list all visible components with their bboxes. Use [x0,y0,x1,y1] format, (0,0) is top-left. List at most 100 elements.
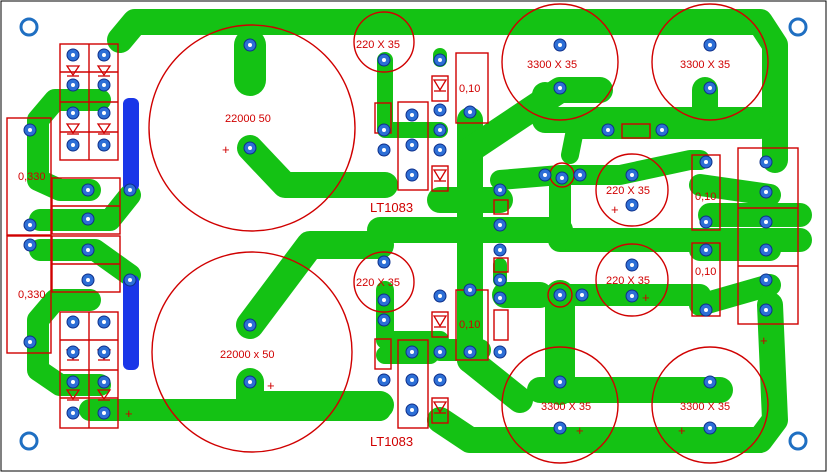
plus-cap-mid-top: + [611,202,619,217]
pad-drill-hole [438,128,442,132]
pad-drill-hole [382,378,386,382]
pad-drill-hole [71,111,75,115]
pad-drill-hole [558,86,562,90]
cap-mid-bottom-outline [595,243,669,317]
cap-small-top-label: 220 X 35 [356,39,400,51]
reg-top-label: LT1083 [370,200,413,215]
pad-drill-hole [382,128,386,132]
reg-bottom-label: LT1083 [370,434,413,449]
pad-drill-hole [128,278,132,282]
pad-drill-hole [498,350,502,354]
cap-big-tr-label: 3300 X 35 [680,59,730,71]
pad-drill-hole [410,143,414,147]
cap-big-bl-label: 3300 X 35 [541,401,591,413]
pads [23,38,773,435]
cap-main-bottom-outline [151,251,353,453]
pad-drill-hole [468,350,472,354]
pad-drill-hole [438,58,442,62]
pad-drill-hole [498,248,502,252]
pad-drill-hole [438,108,442,112]
pad-drill-hole [558,293,562,297]
pad-drill-hole [71,350,75,354]
res-bottom-label: 0,10 [459,319,480,331]
pad-drill-hole [248,43,252,47]
plus-cap-main-top: + [222,142,230,157]
reg-bottom-outline [397,339,429,429]
component-outlines [6,3,799,464]
pad-drill-hole [102,83,106,87]
cap-big-tl-label: 3300 X 35 [527,59,577,71]
bridge-bus-top [123,98,139,191]
pad-drill-hole [764,160,768,164]
pad-drill-hole [86,217,90,221]
plus-cap-big-bl: + [576,423,584,438]
pad-drill-hole [410,408,414,412]
labels: 22000 50 22000 x 50 220 X 35 220 X 35 33… [18,39,768,449]
pad-drill-hole [102,350,106,354]
pad-drill-hole [438,148,442,152]
pad-drill-hole [71,143,75,147]
pad-drill-hole [498,278,502,282]
pad-drill-hole [578,173,582,177]
pad-drill-hole [630,294,634,298]
pad-drill-hole [86,278,90,282]
cap-mid-top-outline [595,153,669,227]
cap-small-bottom-outline [353,251,415,313]
cap-mid-top-label: 220 X 35 [606,185,650,197]
pad-drill-hole [630,203,634,207]
transistor-bottom-outline [547,282,573,308]
pad-drill-hole [660,128,664,132]
pad-drill-hole [86,188,90,192]
mount-hole-tl [19,17,39,37]
plus-cap-mid-bottom: + [642,290,650,305]
pad-drill-hole [102,411,106,415]
cap-main-top-outline [148,24,356,232]
pad-drill-hole [560,176,564,180]
cap-small-bottom-label: 220 X 35 [356,277,400,289]
pad-drill-hole [606,128,610,132]
pad-drill-hole [28,243,32,247]
pad-drill-hole [102,53,106,57]
pad-drill-hole [704,308,708,312]
pad-drill-hole [71,83,75,87]
cap-big-bl-outline [501,346,619,464]
pad-drill-hole [71,380,75,384]
mount-hole-br [788,431,808,451]
pad-drill-hole [708,426,712,430]
pad-drill-hole [248,146,252,150]
pad-drill-hole [102,380,106,384]
pad-drill-hole [764,248,768,252]
pad-drill-hole [28,223,32,227]
pad-drill-hole [71,411,75,415]
pad-drill-hole [498,188,502,192]
pad-drill-hole [28,340,32,344]
pad-drill-hole [704,220,708,224]
bridge-bus [123,98,139,370]
pad-drill-hole [764,190,768,194]
pad-drill-hole [764,220,768,224]
shunt-bottom-label: 0,330 [18,289,46,301]
cap-small-top-outline [353,11,415,73]
pad-drill-hole [102,143,106,147]
pad-drill-hole [543,173,547,177]
pad-drill-hole [764,278,768,282]
pad-drill-hole [410,173,414,177]
plus-output-connector: + [760,333,768,348]
pad-drill-hole [382,260,386,264]
shunt-top-label: 0,330 [18,171,46,183]
pad-drill-hole [630,173,634,177]
pad-drill-hole [468,288,472,292]
plus-bridge-bottom: + [125,406,133,421]
pad-drill-hole [102,111,106,115]
reg-top-outline [397,101,429,191]
cap-big-br-label: 3300 X 35 [680,401,730,413]
pad-drill-hole [498,296,502,300]
res-right-top-label: 0,10 [695,191,716,203]
res-right-bottom-label: 0,10 [695,266,716,278]
shunt-top-outline [6,117,52,236]
pad-drill-hole [764,308,768,312]
pad-drill-hole [438,294,442,298]
pad-drill-hole [558,426,562,430]
